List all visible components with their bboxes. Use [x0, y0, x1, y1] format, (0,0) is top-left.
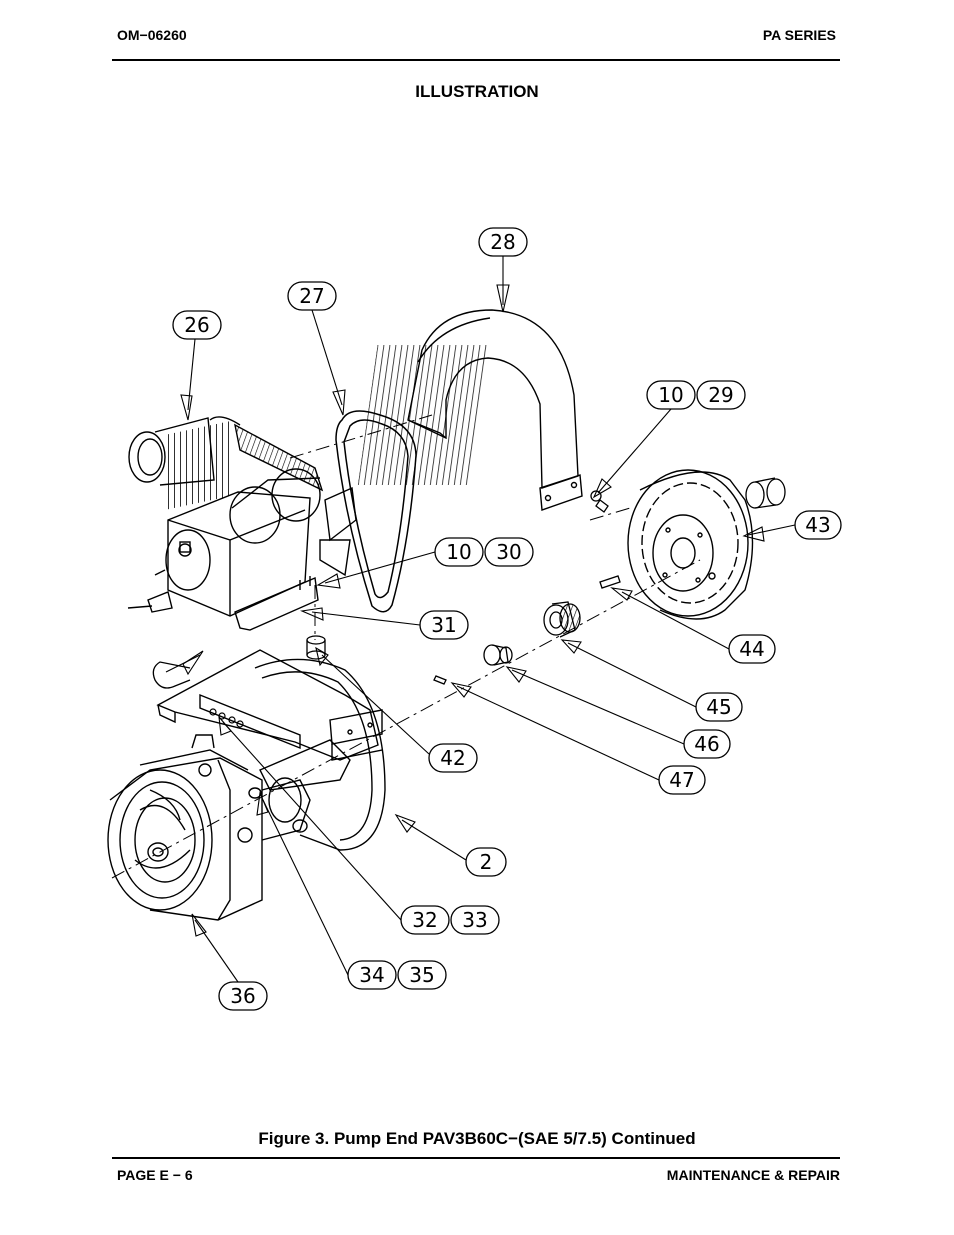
footer-rule	[112, 1157, 840, 1159]
leader-lines	[165, 256, 796, 983]
taper-bushing	[745, 477, 786, 509]
callout-oval	[696, 380, 746, 410]
callout-label: 46	[694, 732, 719, 756]
u-bolt	[152, 661, 191, 689]
product-series: PA SERIES	[762, 27, 836, 43]
callout-label: 2	[480, 850, 493, 874]
air-compressor	[127, 416, 357, 631]
capscrew	[590, 490, 609, 513]
mounting-frame	[156, 649, 386, 851]
spacer	[306, 635, 326, 660]
page-number: PAGE E − 6	[117, 1167, 193, 1183]
small-key	[433, 675, 447, 685]
callout-oval	[484, 537, 534, 567]
pump-end	[107, 734, 311, 921]
callout-oval	[218, 981, 268, 1011]
belt-guard	[357, 309, 583, 511]
callout-oval	[428, 743, 478, 773]
callout-label: 44	[739, 637, 764, 661]
callout-label: 33	[462, 908, 487, 932]
callout-label: 10	[658, 383, 683, 407]
callout-label: 29	[708, 383, 733, 407]
v-belt	[335, 410, 417, 613]
pulley	[627, 469, 754, 620]
header-rule	[112, 59, 840, 61]
section-title: ILLUSTRATION	[415, 82, 539, 101]
callout-label: 32	[412, 908, 437, 932]
callout-label: 27	[299, 284, 324, 308]
sprocket	[543, 601, 581, 638]
callout-label: 26	[184, 313, 209, 337]
callout-label: 36	[230, 984, 255, 1008]
center-lines	[111, 414, 701, 879]
callout-label: 10	[446, 540, 471, 564]
callout-oval	[397, 960, 447, 990]
callout-label: 35	[409, 963, 434, 987]
callout-label: 28	[490, 230, 515, 254]
callout-label: 30	[496, 540, 521, 564]
callout-label: 47	[669, 768, 694, 792]
callout-oval	[465, 847, 507, 877]
callout-label: 43	[805, 513, 830, 537]
callout-oval	[172, 310, 222, 340]
key	[599, 575, 621, 589]
hub	[483, 644, 513, 666]
callout-label: 31	[431, 613, 456, 637]
callout-labels: 28 27 26 10 29 43 10 30 31 44 45 46 42 4…	[184, 230, 830, 1008]
document-number: OM−06260	[117, 27, 187, 43]
callout-label: 45	[706, 695, 731, 719]
figure-caption: Figure 3. Pump End PAV3B60C−(SAE 5/7.5) …	[258, 1129, 696, 1148]
callout-oval	[450, 905, 500, 935]
callout-label: 42	[440, 746, 465, 770]
section-name: MAINTENANCE & REPAIR	[666, 1167, 840, 1183]
callout-label: 34	[359, 963, 384, 987]
fasteners	[209, 708, 244, 728]
